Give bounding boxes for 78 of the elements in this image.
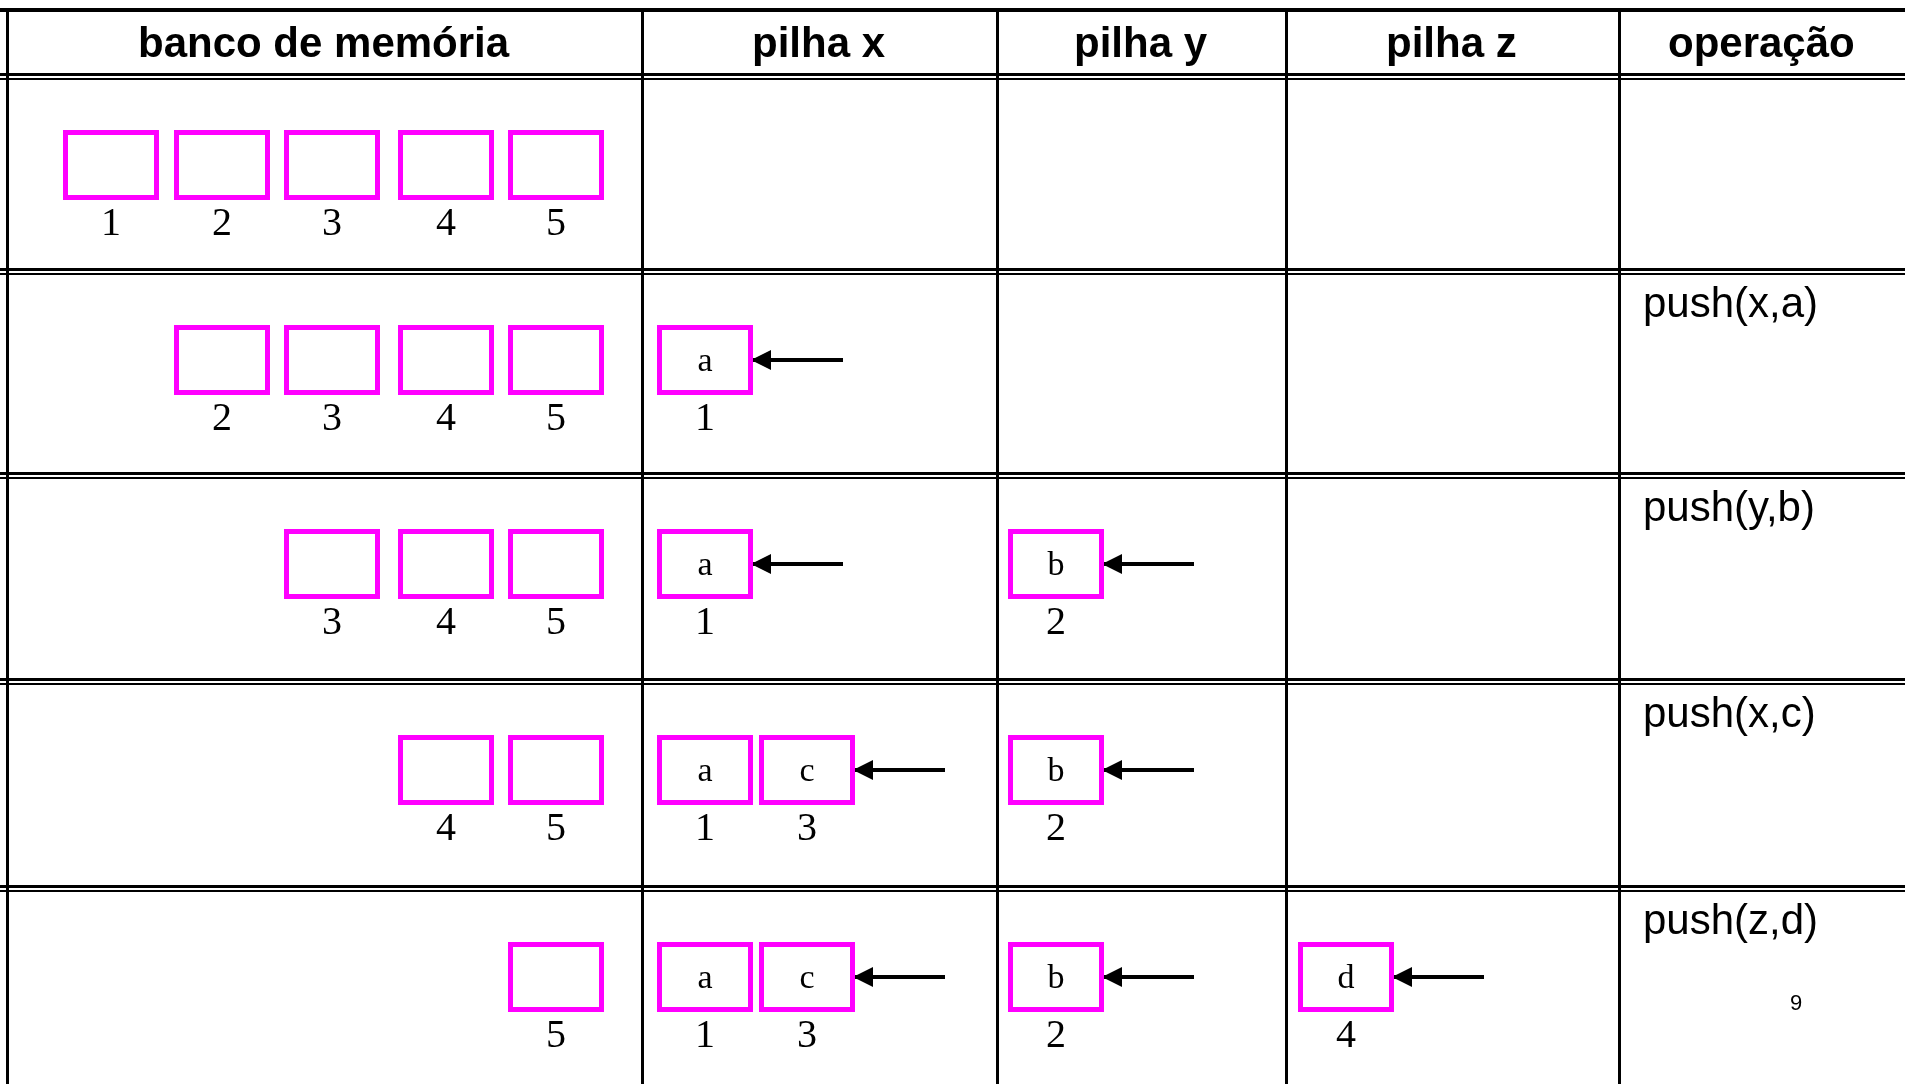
memory-cell: [284, 130, 380, 200]
cell-number: 3: [321, 397, 343, 437]
stack-item-box: [657, 529, 753, 599]
arrow: [853, 967, 945, 987]
stack-item-box: [1008, 942, 1104, 1012]
memory-cell: [508, 130, 604, 200]
cell-number: 2: [211, 397, 233, 437]
cell-number: 1: [694, 397, 716, 437]
operation-text: push(x,a): [1643, 282, 1819, 324]
stack-item-box: [657, 735, 753, 805]
stack-item-box: [657, 942, 753, 1012]
cell-number: 2: [1045, 601, 1067, 641]
cell-number: 2: [1045, 807, 1067, 847]
memory-cell: [398, 130, 494, 200]
operation-text: push(y,b): [1643, 486, 1815, 528]
stack-item-box: [657, 325, 753, 395]
cell-number: 1: [694, 601, 716, 641]
item-letter: b: [1047, 960, 1065, 994]
arrow: [751, 350, 843, 370]
cell-number: 1: [694, 1014, 716, 1054]
item-letter: d: [1337, 960, 1355, 994]
item-letter: a: [697, 960, 713, 994]
item-letter: c: [799, 753, 815, 787]
cell-number: 4: [1335, 1014, 1357, 1054]
stack-item-box: [759, 942, 855, 1012]
cell-number: 5: [545, 1014, 567, 1054]
cell-number: 3: [321, 601, 343, 641]
arrow: [751, 554, 843, 574]
memory-cell: [63, 130, 159, 200]
cell-number: 5: [545, 397, 567, 437]
cell-number: 5: [545, 807, 567, 847]
item-letter: a: [697, 753, 713, 787]
memory-cell: [508, 942, 604, 1012]
stack-item-box: [1298, 942, 1394, 1012]
column-header: pilha z: [1386, 22, 1517, 64]
arrow: [1102, 760, 1194, 780]
operation-text: push(x,c): [1643, 692, 1816, 734]
cell-number: 3: [796, 1014, 818, 1054]
cell-number: 3: [321, 202, 343, 242]
memory-cell: [508, 735, 604, 805]
cell-number: 1: [694, 807, 716, 847]
memory-cell: [398, 735, 494, 805]
memory-cell: [174, 130, 270, 200]
column-header: pilha y: [1074, 22, 1208, 64]
memory-cell: [398, 529, 494, 599]
cell-number: 2: [211, 202, 233, 242]
operation-text: push(z,d): [1643, 899, 1819, 941]
memory-cell: [398, 325, 494, 395]
memory-cell: [284, 325, 380, 395]
memory-cell: [508, 529, 604, 599]
cell-number: 4: [435, 601, 457, 641]
column-header: pilha x: [752, 22, 886, 64]
cell-number: 2: [1045, 1014, 1067, 1054]
item-letter: b: [1047, 547, 1065, 581]
item-letter: b: [1047, 753, 1065, 787]
cell-number: 5: [545, 601, 567, 641]
cell-number: 1: [100, 202, 122, 242]
stack-item-box: [1008, 735, 1104, 805]
item-letter: c: [799, 960, 815, 994]
arrow: [1102, 967, 1194, 987]
cell-number: 4: [435, 202, 457, 242]
arrow: [1392, 967, 1484, 987]
column-header: operação: [1668, 22, 1855, 64]
cell-number: 4: [435, 397, 457, 437]
cell-number: 5: [545, 202, 567, 242]
memory-cell: [284, 529, 380, 599]
cell-number: 4: [435, 807, 457, 847]
stack-item-box: [1008, 529, 1104, 599]
memory-cell: [174, 325, 270, 395]
column-header: banco de memória: [138, 22, 510, 64]
page-number: 9: [1790, 992, 1803, 1014]
arrow: [1102, 554, 1194, 574]
memory-cell: [508, 325, 604, 395]
item-letter: a: [697, 343, 713, 377]
cell-number: 3: [796, 807, 818, 847]
arrow: [853, 760, 945, 780]
item-letter: a: [697, 547, 713, 581]
stack-item-box: [759, 735, 855, 805]
